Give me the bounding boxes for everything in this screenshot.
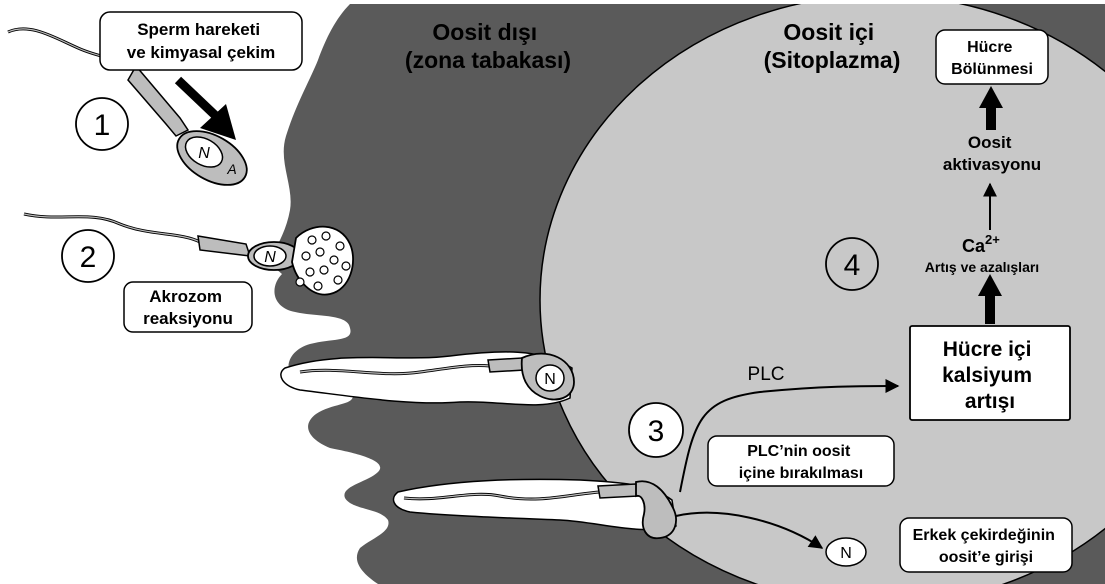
sperm-3-midpiece <box>488 358 524 372</box>
step-4-number: 4 <box>844 249 861 282</box>
sperm-4-midpiece <box>598 484 638 498</box>
sperm-2-tail <box>24 214 200 242</box>
ca-oscillation-label: Artış ve azalışları <box>925 259 1039 275</box>
sperm-2-midpiece <box>198 236 250 256</box>
sperm-1-midpiece <box>128 66 188 136</box>
step-3-number: 3 <box>648 415 665 448</box>
male-nucleus-label: N <box>840 545 852 562</box>
step-1-number: 1 <box>94 109 111 142</box>
sperm-3-nucleus-label: N <box>544 371 556 388</box>
plc-label: PLC <box>748 364 785 385</box>
step-2-number: 2 <box>80 241 97 274</box>
sperm-1-nucleus-label: N <box>198 145 210 162</box>
sperm-2-nucleus-label: N <box>264 249 276 266</box>
sperm-1-acrosome-label: A <box>226 161 236 177</box>
